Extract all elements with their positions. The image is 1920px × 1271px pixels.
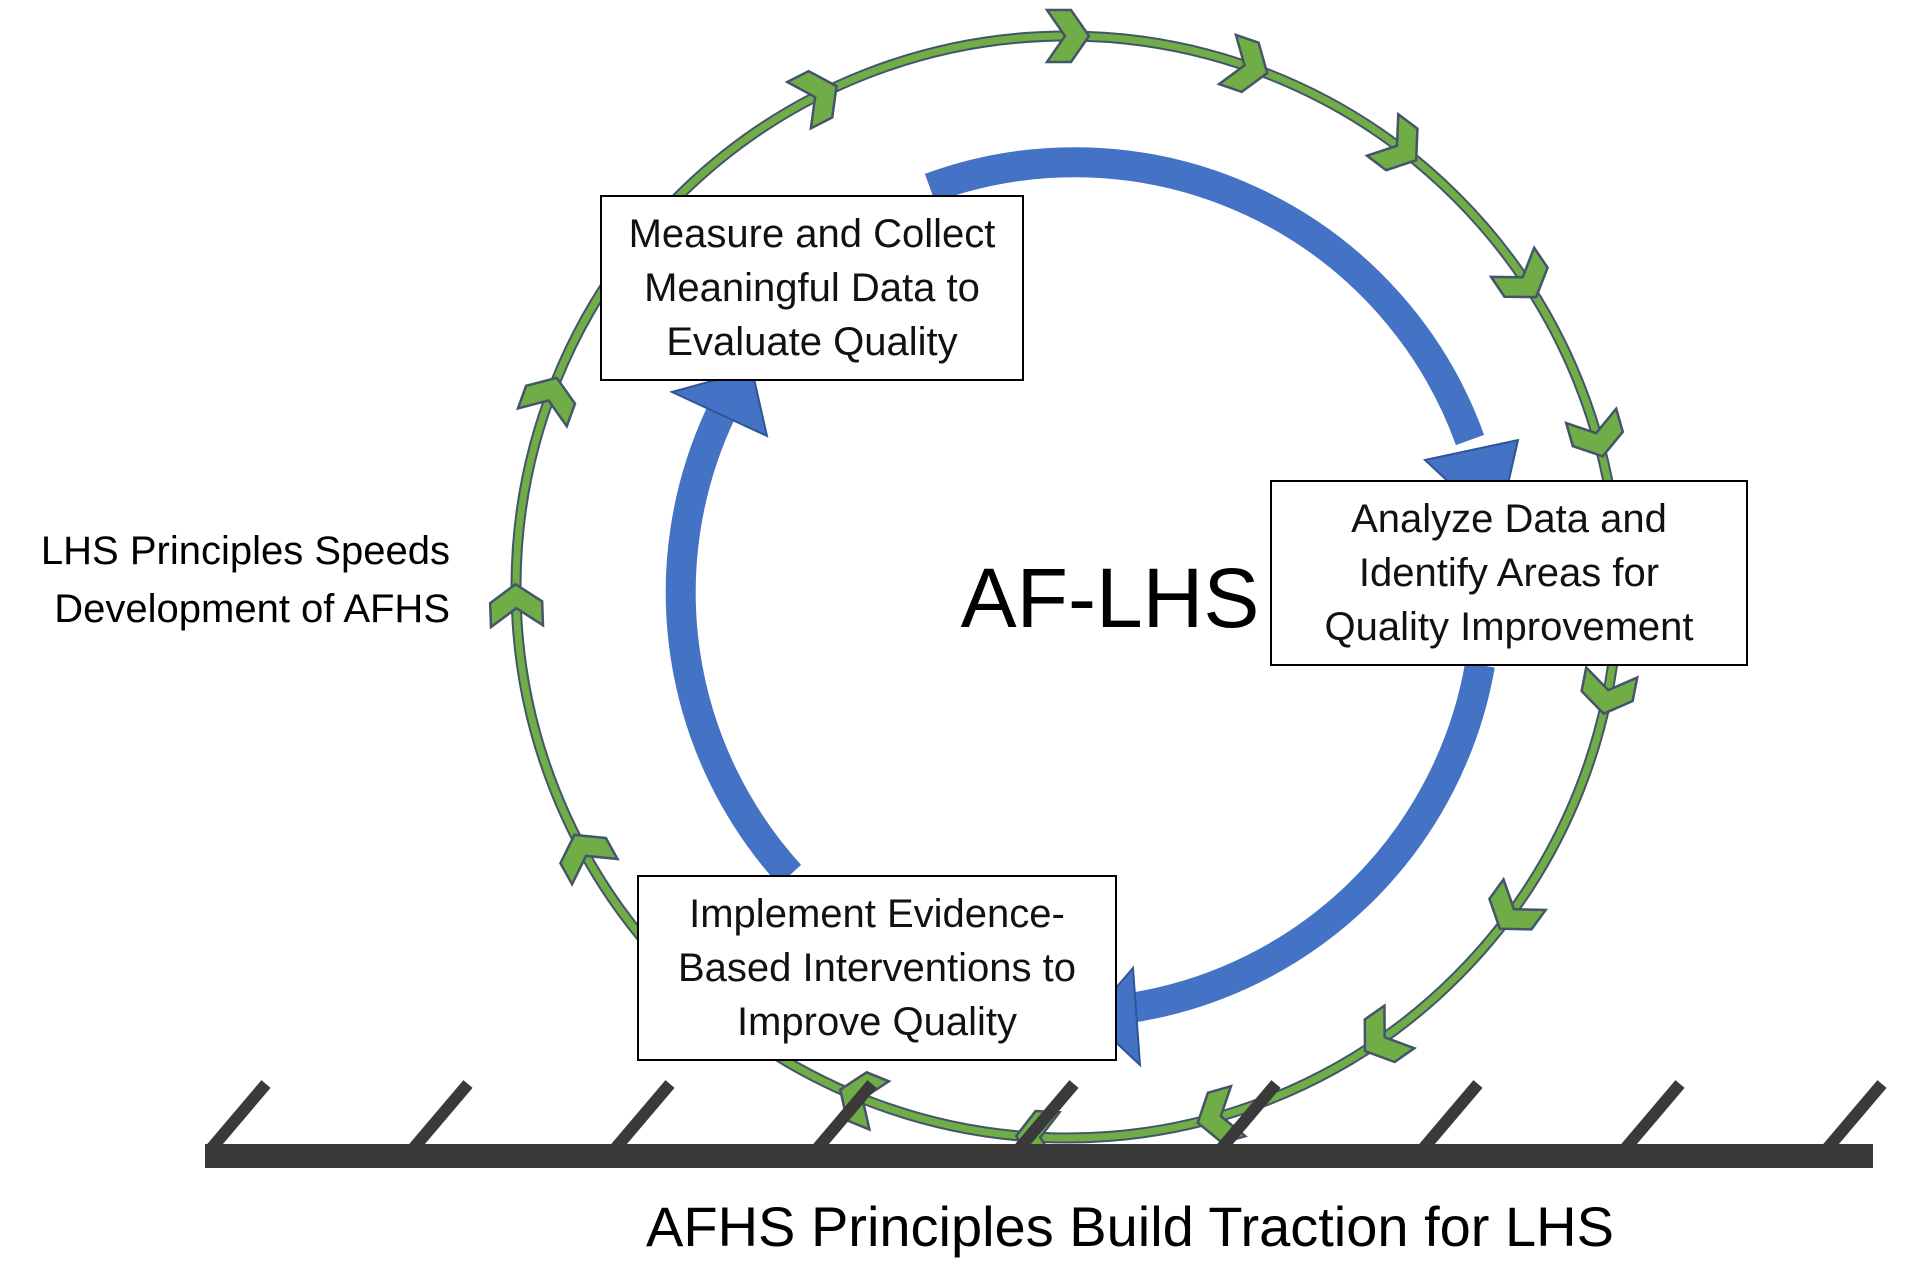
ground-ticks bbox=[205, 1080, 1887, 1154]
ground-tick-7 bbox=[1417, 1080, 1483, 1154]
step-box-analyze: Analyze Data and Identify Areas for Qual… bbox=[1270, 480, 1748, 666]
step-box-measure: Measure and Collect Meaningful Data to E… bbox=[600, 195, 1024, 381]
ground-tick-3 bbox=[609, 1080, 675, 1154]
ground-tick-2 bbox=[407, 1080, 473, 1154]
ring-chevron-2 bbox=[1216, 32, 1269, 94]
ring-chevron-3 bbox=[1364, 111, 1419, 172]
ring-chevron-13 bbox=[559, 833, 620, 887]
ground bbox=[205, 1080, 1887, 1168]
cycle-arrowhead-measure bbox=[669, 368, 769, 438]
ground-tick-6 bbox=[1215, 1080, 1281, 1154]
ring-chevron-6 bbox=[1580, 664, 1639, 716]
ring-chevron-14 bbox=[488, 582, 545, 630]
left-side-label: LHS Principles Speeds Development of AFH… bbox=[40, 529, 450, 631]
ring-chevron-1 bbox=[1044, 8, 1091, 64]
ground-tick-1 bbox=[205, 1080, 271, 1154]
ground-bar bbox=[205, 1144, 1873, 1168]
ring-chevron-5 bbox=[1564, 406, 1625, 458]
cycle-arrow-analyze-to-implement bbox=[1127, 662, 1495, 1023]
ground-tick-4 bbox=[811, 1080, 877, 1154]
ring-chevron-4 bbox=[1488, 245, 1549, 299]
step-box-implement: Implement Evidence- Based Interventions … bbox=[637, 875, 1117, 1061]
ring-chevron-17 bbox=[784, 69, 838, 131]
center-label: AF-LHS bbox=[960, 551, 1260, 645]
ground-tick-9 bbox=[1821, 1080, 1887, 1154]
cycle-arrow-measure-to-analyze bbox=[924, 147, 1485, 446]
bottom-label: AFHS Principles Build Traction for LHS bbox=[646, 1195, 1614, 1258]
ring-chevron-7 bbox=[1488, 876, 1549, 931]
ground-tick-5 bbox=[1013, 1080, 1079, 1154]
ring-chevron-8 bbox=[1363, 1003, 1417, 1064]
ring-chevron-15 bbox=[515, 376, 577, 429]
ground-tick-8 bbox=[1619, 1080, 1685, 1154]
cycle-arrow-implement-to-measure bbox=[665, 408, 802, 886]
